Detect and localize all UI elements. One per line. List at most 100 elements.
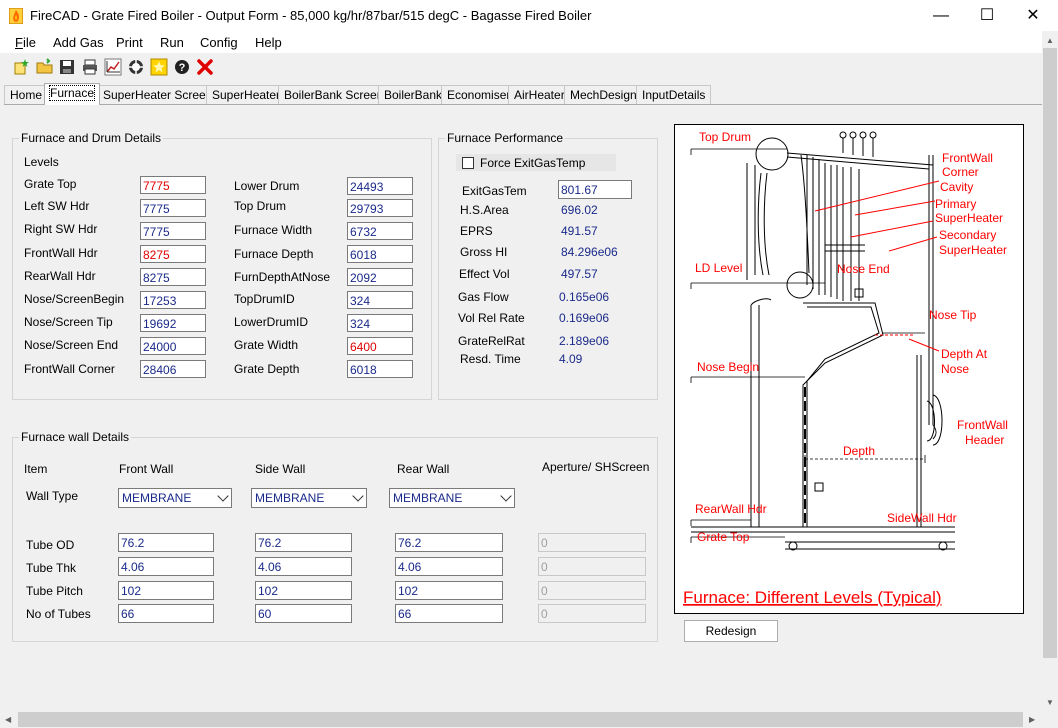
- side-tube-thk-input[interactable]: 4.06: [255, 557, 352, 576]
- redesign-button[interactable]: Redesign: [684, 620, 778, 642]
- tab-inputdetails[interactable]: InputDetails: [636, 85, 712, 105]
- top-drum-id-input[interactable]: 324: [347, 291, 413, 309]
- scroll-left-icon[interactable]: ◀: [5, 715, 12, 724]
- front-tube-od-input[interactable]: 76.2: [118, 533, 214, 552]
- close-button[interactable]: ✕: [1010, 0, 1056, 31]
- nose-screen-tip-input[interactable]: 19692: [140, 314, 206, 332]
- vertical-scrollbar-thumb[interactable]: [1043, 48, 1057, 658]
- hs-area-label: H.S.Area: [460, 203, 509, 217]
- minimize-button[interactable]: —: [918, 0, 964, 31]
- rear-no-of-tubes-input[interactable]: 66: [395, 604, 503, 623]
- rearwall-hdr-input[interactable]: 8275: [140, 268, 206, 286]
- horizontal-scrollbar-thumb[interactable]: [18, 712, 1023, 727]
- tab-boilerbank[interactable]: BoilerBank: [378, 85, 449, 105]
- top-drum-input[interactable]: 29793: [347, 199, 413, 217]
- scroll-up-icon[interactable]: ▲: [1046, 36, 1054, 45]
- nose-screen-begin-input[interactable]: 17253: [140, 291, 206, 309]
- exitgastem-input[interactable]: 801.67: [558, 180, 632, 199]
- menu-run[interactable]: Run: [160, 35, 184, 50]
- front-wall-type-select[interactable]: MEMBRANE: [118, 488, 232, 508]
- top-drum-label: Top Drum: [234, 199, 287, 213]
- menu-config[interactable]: Config: [200, 35, 238, 50]
- frontwall-hdr-label: FrontWall Hdr: [24, 246, 98, 260]
- tab-airheater[interactable]: AirHeater: [508, 85, 571, 105]
- tab-home[interactable]: Home: [4, 85, 49, 105]
- gross-hi-value: 84.296e06: [561, 245, 618, 259]
- save-icon[interactable]: [58, 58, 76, 76]
- label-grate-top: Grate Top: [697, 530, 750, 544]
- menu-bar: File Add Gas Print Run Config Help: [0, 31, 1042, 53]
- wizard-icon[interactable]: [150, 58, 168, 76]
- chevron-down-icon: [500, 490, 512, 502]
- nose-screen-end-input[interactable]: 24000: [140, 337, 206, 355]
- label-frontwall-header-2: Header: [965, 433, 1004, 447]
- rear-tube-thk-input[interactable]: 4.06: [395, 557, 503, 576]
- maximize-button[interactable]: ☐: [964, 0, 1010, 31]
- side-no-of-tubes-input[interactable]: 60: [255, 604, 352, 623]
- new-icon[interactable]: [12, 58, 30, 76]
- front-wall-header: Front Wall: [119, 462, 174, 476]
- lower-drum-id-input[interactable]: 324: [347, 314, 413, 332]
- top-drum-id-label: TopDrumID: [234, 292, 295, 306]
- menu-file[interactable]: File: [15, 35, 36, 50]
- furnace-wall-group: Furnace wall Details: [12, 430, 658, 642]
- tab-furnace[interactable]: Furnace: [44, 83, 101, 105]
- right-sw-hdr-input[interactable]: 7775: [140, 222, 206, 240]
- furnace-performance-group: Furnace Performance: [438, 131, 658, 400]
- front-no-of-tubes-input[interactable]: 66: [118, 604, 214, 623]
- scroll-right-icon[interactable]: ▶: [1029, 715, 1036, 724]
- front-tube-thk-input[interactable]: 4.06: [118, 557, 214, 576]
- side-wall-type-select[interactable]: MEMBRANE: [251, 488, 367, 508]
- lower-drum-input[interactable]: 24493: [347, 177, 413, 195]
- scroll-down-icon[interactable]: ▼: [1046, 698, 1054, 707]
- frontwall-hdr-input[interactable]: 8275: [140, 245, 206, 263]
- eprs-label: EPRS: [460, 224, 493, 238]
- tube-thk-label: Tube Thk: [26, 561, 77, 575]
- effect-vol-label: Effect Vol: [459, 267, 510, 281]
- minimize-icon: —: [933, 7, 949, 24]
- left-sw-hdr-input[interactable]: 7775: [140, 199, 206, 217]
- grate-top-input[interactable]: 7775: [140, 176, 206, 194]
- nose-screen-end-label: Nose/Screen End: [24, 338, 119, 352]
- tab-superheater[interactable]: SuperHeater: [206, 85, 287, 105]
- grate-depth-input[interactable]: 6018: [347, 360, 413, 378]
- force-exitgastemp-row[interactable]: [456, 154, 616, 171]
- side-wall-header: Side Wall: [255, 462, 306, 476]
- furnace-levels-diagram: Top Drum FrontWall Corner Cavity Primary…: [674, 124, 1024, 614]
- furn-depth-at-nose-input[interactable]: 2092: [347, 268, 413, 286]
- help-icon[interactable]: ?: [173, 58, 191, 76]
- furnace-wall-title: Furnace wall Details: [19, 430, 132, 444]
- open-folder-icon[interactable]: [36, 58, 54, 76]
- menu-file-rest: ile: [22, 35, 36, 50]
- label-cavity: Cavity: [940, 180, 973, 194]
- furnace-width-input[interactable]: 6732: [347, 222, 413, 240]
- label-top-drum: Top Drum: [699, 130, 751, 144]
- menu-add-gas[interactable]: Add Gas: [53, 35, 104, 50]
- diagram-caption: Furnace: Different Levels (Typical): [683, 588, 942, 607]
- side-tube-od-input[interactable]: 76.2: [255, 533, 352, 552]
- rear-wall-type-select[interactable]: MEMBRANE: [389, 488, 515, 508]
- grate-width-input[interactable]: 6400: [347, 337, 413, 355]
- label-nose-tip: Nose Tip: [929, 308, 977, 322]
- menu-help[interactable]: Help: [255, 35, 282, 50]
- close-red-x-icon[interactable]: [196, 58, 214, 76]
- front-tube-pitch-input[interactable]: 102: [118, 581, 214, 600]
- tab-mechdesign[interactable]: MechDesign: [564, 85, 643, 105]
- label-frontwall-corner-2: Corner: [942, 165, 979, 179]
- furnace-depth-input[interactable]: 6018: [347, 245, 413, 263]
- tab-superheater-screen[interactable]: SuperHeater Screen: [97, 85, 219, 105]
- menu-print[interactable]: Print: [116, 35, 143, 50]
- side-tube-pitch-input[interactable]: 102: [255, 581, 352, 600]
- tab-economiser[interactable]: Economiser: [441, 85, 517, 105]
- rear-tube-pitch-input[interactable]: 102: [395, 581, 503, 600]
- target-icon[interactable]: [127, 58, 145, 76]
- force-exitgastemp-checkbox[interactable]: [462, 157, 474, 169]
- rear-tube-od-input[interactable]: 76.2: [395, 533, 503, 552]
- print-icon[interactable]: [81, 58, 99, 76]
- toolbar: ?: [0, 54, 1042, 80]
- label-depth-at-2: Nose: [941, 362, 969, 376]
- chart-icon[interactable]: [104, 58, 122, 76]
- frontwall-corner-input[interactable]: 28406: [140, 360, 206, 378]
- tab-boilerbank-screen[interactable]: BoilerBank Screen: [278, 85, 390, 105]
- furnace-width-label: Furnace Width: [234, 223, 313, 237]
